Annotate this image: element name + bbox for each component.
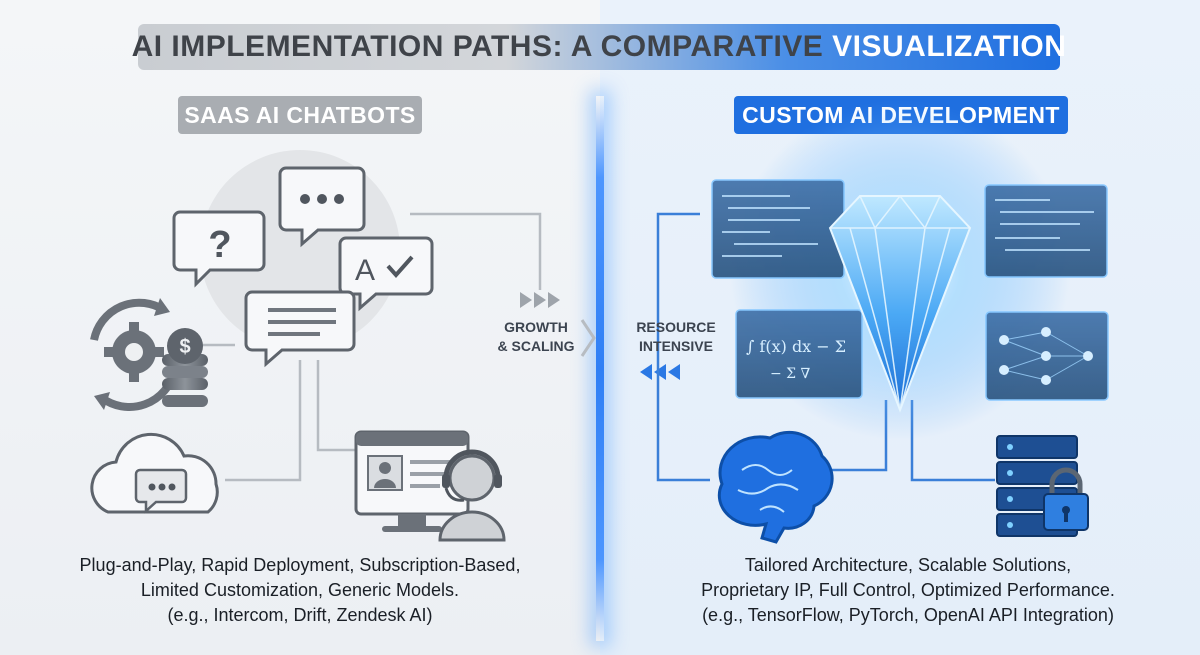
center-divider [596, 96, 604, 641]
neural-network-panel-icon [985, 311, 1109, 401]
title-text-part-2: VISUALIZATION [832, 30, 1067, 63]
support-agent-screen-icon [354, 430, 506, 542]
custom-caption-examples: (e.g., TensorFlow, PyTorch, OpenAI API I… [702, 605, 1114, 625]
gear-cycle-icon [90, 298, 178, 411]
saas-caption: Plug-and-Play, Rapid Deployment, Subscri… [20, 553, 580, 628]
resource-arrows-icon [640, 364, 680, 380]
saas-caption-examples: (e.g., Intercom, Drift, Zendesk AI) [167, 605, 433, 625]
saas-caption-line-2: Limited Customization, Generic Models. [140, 580, 460, 600]
title-banner: AI IMPLEMENTATION PATHS: A COMPARATIVE V… [132, 24, 1066, 70]
text-lines-bubble-icon [244, 290, 356, 368]
page-title: AI IMPLEMENTATION PATHS: A COMPARATIVE V… [132, 30, 1067, 64]
resource-line-2: INTENSIVE [639, 338, 713, 354]
custom-caption-line-2: Proprietary IP, Full Control, Optimized … [701, 580, 1115, 600]
custom-caption-line-1: Tailored Architecture, Scalable Solution… [744, 555, 1072, 575]
code-panel-icon [711, 179, 845, 279]
server-lock-icon [996, 435, 1089, 537]
ellipsis-bubble-icon [278, 166, 366, 248]
svg-text:?: ? [208, 224, 231, 266]
svg-text:A: A [355, 254, 375, 287]
svg-text:− Σ ∇: − Σ ∇ [770, 366, 811, 382]
custom-caption: Tailored Architecture, Scalable Solution… [628, 553, 1188, 628]
resource-intensive-label: RESOURCE INTENSIVE [616, 318, 736, 356]
chevron-right-icon [580, 319, 596, 357]
saas-heading: SAAS AI CHATBOTS [178, 96, 422, 134]
coin-stack-icon: $ [162, 328, 208, 407]
cloud-chat-icon [90, 432, 219, 514]
diamond-icon [828, 194, 972, 413]
svg-text:$: $ [179, 336, 190, 358]
growth-line-1: GROWTH [504, 319, 568, 335]
code-panel-icon-secondary [984, 184, 1108, 278]
translate-check-bubble-icon: A [338, 236, 434, 312]
svg-text:∫ f(x) dx − Σ: ∫ f(x) dx − Σ [746, 337, 846, 356]
brain-circuit-icon [717, 430, 834, 544]
growth-scaling-label: GROWTH & SCALING [488, 318, 584, 356]
growth-arrows-icon [520, 292, 560, 308]
formula-panel-icon: ∫ f(x) dx − Σ − Σ ∇ [735, 309, 863, 399]
question-bubble-icon: ? [172, 210, 266, 288]
title-text-part-1: AI IMPLEMENTATION PATHS: A COMPARATIVE [131, 30, 833, 63]
growth-line-2: & SCALING [497, 338, 575, 354]
resource-line-1: RESOURCE [636, 319, 716, 335]
saas-caption-line-1: Plug-and-Play, Rapid Deployment, Subscri… [79, 555, 521, 575]
